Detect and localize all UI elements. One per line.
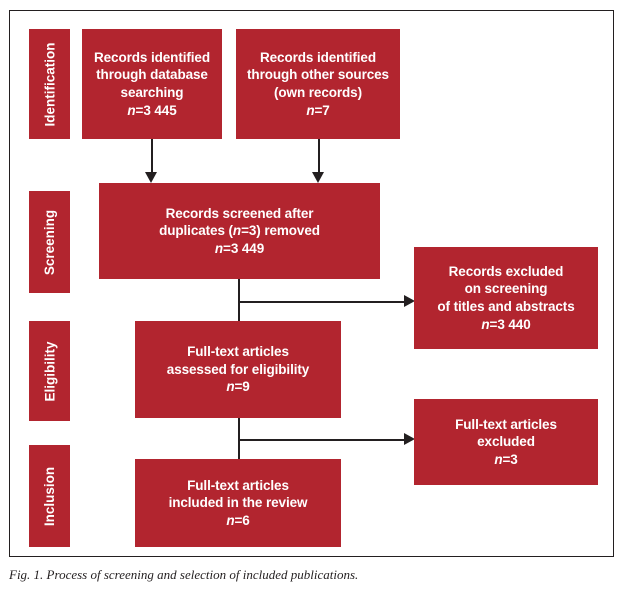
stage-label-screening-text: Screening [42,209,57,275]
node-fulltext-excluded-line1: Full-text articles [455,416,557,432]
stage-label-eligibility-text: Eligibility [42,340,58,402]
connector-screening-to-excluded-line [238,301,405,303]
node-records-screened-line1: Records screened after [165,205,314,221]
node-eligibility-assessed-line1: Full-text articles [187,344,289,360]
node-other-records-line3: (own records) [274,85,362,100]
count-variable: n [214,240,224,256]
node-other-records-line2: through other sources [247,67,389,83]
node-database-records-count: n=3 445 [88,102,216,120]
count-value: =3 449 [223,240,265,256]
node-records-screened-line2: duplicates (n=3) removed [105,222,374,240]
duplicates-variable: n [232,223,242,239]
stage-label-inclusion-text: Inclusion [42,466,58,526]
count-variable: n [226,379,235,395]
stage-label-eligibility: Eligibility [29,321,70,421]
count-variable: n [494,451,503,467]
node-database-records: Records identified through database sear… [82,29,222,139]
count-value: =3 445 [135,102,177,118]
connector-eligibility-to-excluded-arrow [404,433,415,445]
count-variable: n [127,102,136,118]
count-variable: n [481,316,490,332]
count-value: =7 [314,102,330,118]
diagram-frame: Identification Screening Eligibility Inc… [9,10,614,557]
node-eligibility-assessed-count: n=9 [141,378,335,396]
node-eligibility-assessed: Full-text articles assessed for eligibil… [135,321,341,418]
node-records-screened: Records screened after duplicates (n=3) … [99,183,380,279]
node-other-records-line1: Records identified [260,49,376,65]
stage-label-identification-text: Identification [42,42,57,126]
count-variable: n [306,102,315,118]
node-database-records-line3: searching [120,85,184,100]
node-fulltext-excluded-line2: excluded [477,434,535,450]
node-records-excluded-line1: Records excluded [448,263,564,279]
duplicates-suffix: =3) removed [241,223,320,239]
node-fulltext-excluded: Full-text articles excluded n=3 [414,399,598,485]
node-records-excluded-count: n=3 440 [420,316,592,334]
figure-caption: Fig. 1. Process of screening and selecti… [9,567,359,582]
count-variable: n [226,512,235,528]
node-included: Full-text articles included in the revie… [135,459,341,547]
connector-other-to-screening-arrow [312,172,324,183]
node-included-line1: Full-text articles [187,477,289,493]
count-value: =3 440 [489,316,531,332]
node-other-records-count: n=7 [242,102,394,120]
connector-database-to-screening-arrow [145,172,157,183]
node-included-count: n=6 [141,512,335,530]
stage-label-identification: Identification [29,29,70,139]
node-records-excluded-line2: on screening [464,281,548,297]
stage-label-inclusion: Inclusion [29,445,70,547]
connector-other-to-screening-line [318,139,320,175]
node-fulltext-excluded-count: n=3 [420,451,592,469]
node-other-records: Records identified through other sources… [236,29,400,139]
count-value: =9 [234,379,250,395]
count-value: =3 [502,451,518,467]
count-value: =6 [234,512,250,528]
node-database-records-line1: Records identified [94,49,210,65]
node-records-excluded-line3: of titles and abstracts [437,299,575,314]
node-records-screened-count: n=3 449 [105,240,374,258]
stage-label-screening: Screening [29,191,70,293]
connector-screening-to-excluded-arrow [404,295,415,307]
duplicates-prefix: duplicates ( [159,223,233,239]
node-eligibility-assessed-line2: assessed for eligibility [166,361,310,377]
connector-database-to-screening-line [151,139,153,175]
node-records-excluded: Records excluded on screening of titles … [414,247,598,349]
node-included-line2: included in the review [168,495,308,511]
node-database-records-line2: through database [96,67,208,83]
connector-eligibility-to-excluded-line [238,439,405,441]
